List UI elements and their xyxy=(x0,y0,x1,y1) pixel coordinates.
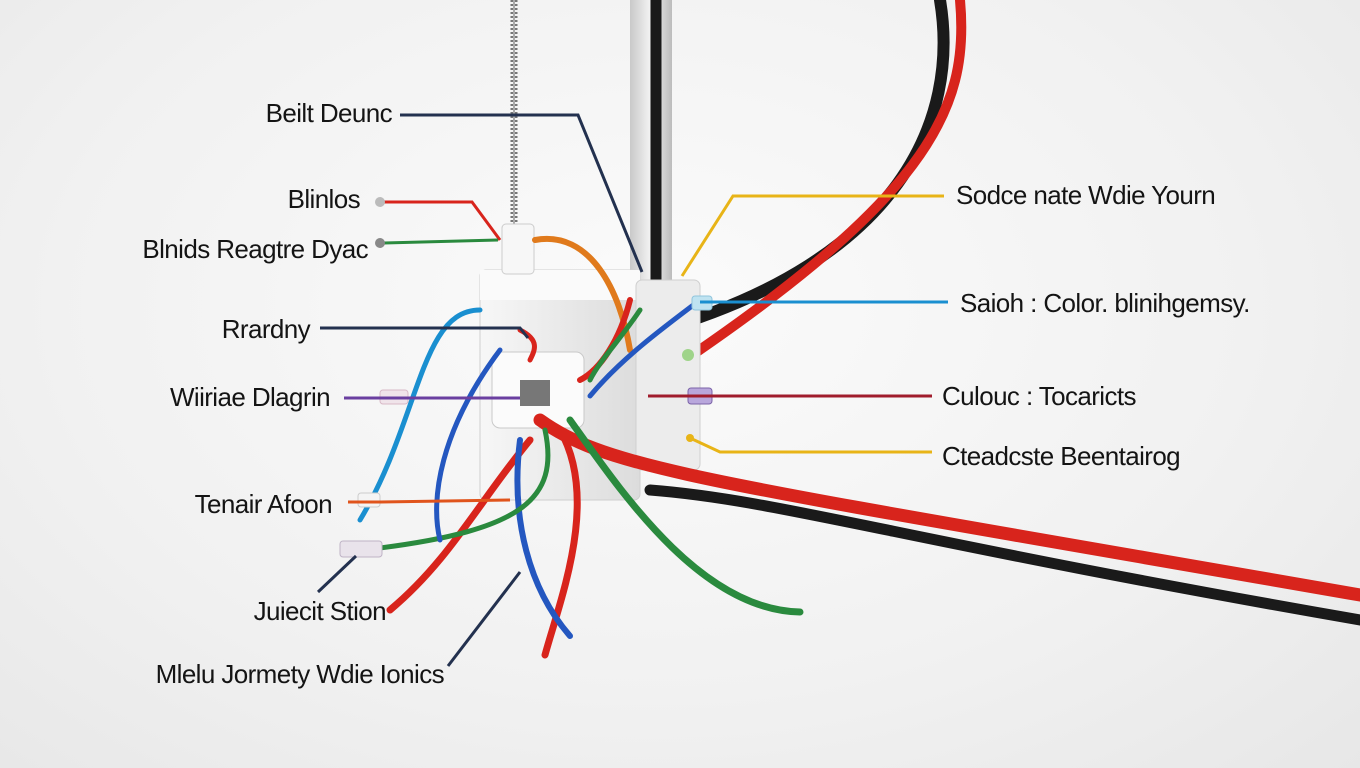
leader-dot-blinds xyxy=(375,238,385,248)
top-connector xyxy=(501,223,535,275)
leader-dot-blinlos xyxy=(375,197,385,207)
sleeve-left-3 xyxy=(339,540,383,558)
label-blinlos: Blinlos xyxy=(287,184,361,214)
sleeve-left-2 xyxy=(357,492,381,508)
label-tenair-afoon: Tenair Afoon xyxy=(194,489,333,519)
label-cteadcste: Cteadcste Beentairog xyxy=(942,441,1181,471)
label-blinds-regatre: Blnids Reagtre Dyac xyxy=(142,234,368,264)
label-rrardny: Rrardny xyxy=(221,314,311,344)
leader-lines xyxy=(316,113,948,667)
label-junction-stion: Juiecit Stion xyxy=(253,596,387,626)
label-mela-jormety: Mlelu Jormety Wdie Ionics xyxy=(155,659,445,689)
label-saioh-color: Saioh : Color. blinihgemsy. xyxy=(960,288,1250,318)
label-wiring-diagram: Wiiriae Dlagrin xyxy=(169,382,331,412)
wires xyxy=(357,235,1360,659)
red-cable-top xyxy=(635,0,967,395)
label-sodce-nate: Sodce nate Wdie Yourn xyxy=(956,180,1216,210)
label-culouc: Culouc : Tocaricts xyxy=(942,381,1137,411)
label-belt-device: Beilt Deunc xyxy=(265,98,393,128)
connector-block xyxy=(491,351,585,429)
